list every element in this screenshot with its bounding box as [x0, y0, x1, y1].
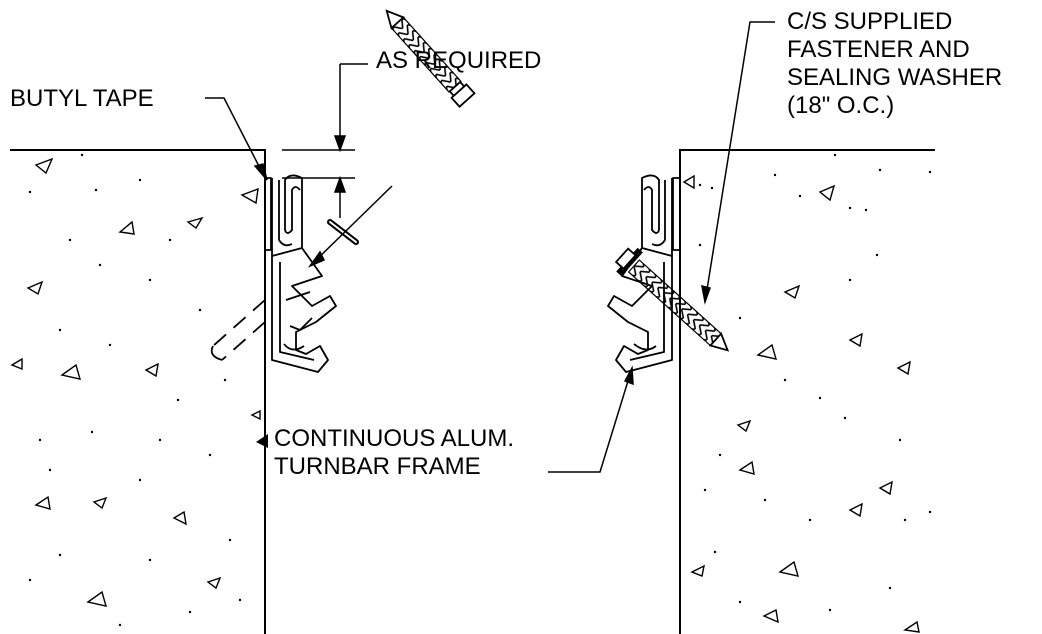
fastener-label-line-3: SEALING WASHER	[787, 64, 1003, 91]
as-required-label: AS REQUIRED	[376, 47, 542, 74]
fastener-label-line-4: (18" O.C.)	[787, 92, 895, 119]
frame-leader	[256, 365, 634, 473]
fastener-leader	[701, 21, 775, 305]
left-concrete-aggregate	[10, 157, 261, 607]
left-turnbar-frame	[265, 174, 337, 373]
right-turnbar-frame	[607, 174, 679, 373]
left-ghost-fastener	[212, 299, 266, 361]
butyl-tape-leader	[205, 97, 268, 181]
fastener-label: C/S SUPPLIED FASTENER AND SEALING WASHER…	[787, 8, 1002, 120]
frame-label: CONTINUOUS ALUM. TURNBAR FRAME	[274, 425, 514, 481]
fastener-label-line-1: C/S SUPPLIED	[787, 8, 953, 35]
fastener-label-line-2: FASTENER AND	[787, 36, 970, 63]
left-sealing-washer	[327, 219, 359, 245]
right-concrete-wall	[679, 149, 935, 634]
butyl-tape-label: BUTYL TAPE	[10, 85, 154, 112]
left-exploded-fastener	[385, 9, 476, 108]
as-required-dimension	[282, 63, 368, 218]
right-concrete-specks	[698, 153, 932, 612]
left-concrete-specks	[28, 153, 242, 627]
right-concrete-aggregate	[682, 174, 920, 633]
left-explode-leader	[307, 185, 393, 268]
frame-label-line-1: CONTINUOUS ALUM.	[274, 425, 515, 452]
butyl-tape-strip	[265, 177, 272, 251]
left-concrete-wall	[10, 149, 266, 634]
frame-label-line-2: TURNBAR FRAME	[274, 453, 481, 480]
right-installed-fastener	[614, 247, 730, 352]
